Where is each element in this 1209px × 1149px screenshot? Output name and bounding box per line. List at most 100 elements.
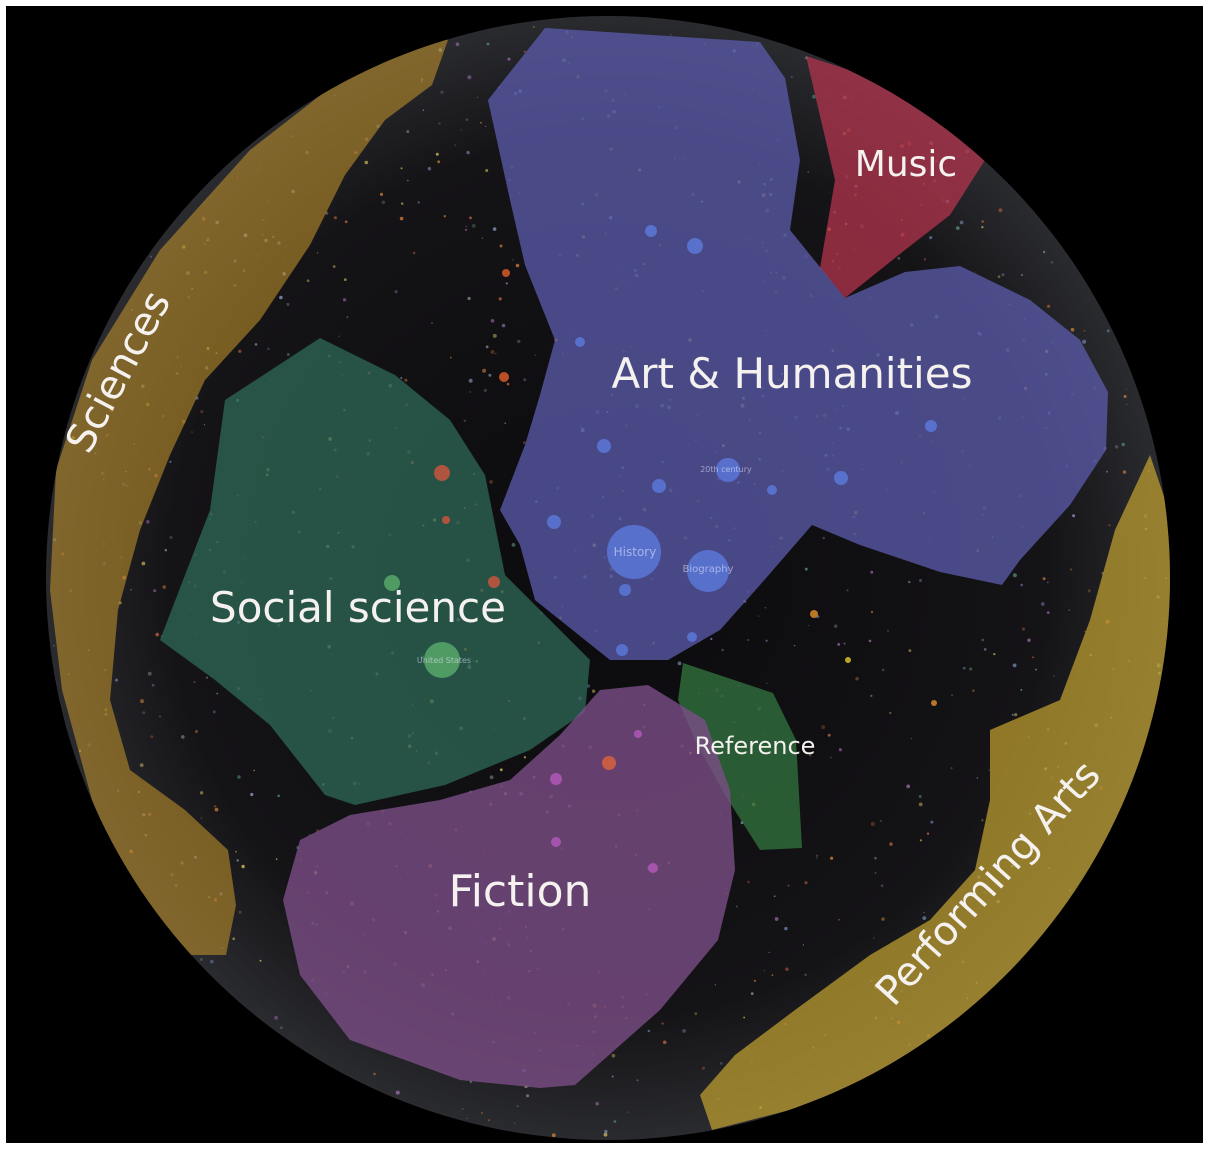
speckle-dot	[702, 1066, 705, 1070]
speckle-dot	[1020, 273, 1024, 277]
speckle-dot	[981, 819, 984, 822]
speckle-dot	[1046, 611, 1050, 614]
speckle-dot	[1106, 470, 1108, 473]
speckle-dot	[988, 769, 990, 771]
speckle-dot	[468, 378, 473, 383]
speckle-dot	[595, 1101, 599, 1106]
speckle-dot	[147, 671, 152, 676]
speckle-dot	[422, 109, 425, 111]
speckle-dot	[465, 225, 468, 228]
speckle-dot	[930, 820, 934, 824]
speckle-dot	[1068, 609, 1070, 611]
speckle-dot	[169, 460, 172, 463]
speckle-dot	[1070, 568, 1073, 571]
region-performing-arts	[700, 455, 1170, 1130]
speckle-dot	[481, 237, 483, 239]
speckle-dot	[523, 50, 526, 53]
speckle-dot	[846, 589, 849, 592]
speckle-dot	[661, 1022, 664, 1025]
speckle-dot	[275, 858, 278, 860]
speckle-dot	[489, 775, 494, 780]
speckle-dot	[267, 347, 270, 351]
speckle-dot	[526, 1094, 530, 1098]
node-dot	[616, 644, 628, 656]
speckle-dot	[670, 34, 672, 36]
speckle-dot	[463, 419, 466, 422]
speckle-dot	[53, 645, 55, 647]
speckle-dot	[710, 637, 713, 641]
speckle-dot	[466, 150, 470, 155]
speckle-dot	[238, 349, 242, 353]
speckle-dot	[919, 839, 923, 842]
speckle-dot	[440, 90, 444, 94]
speckle-dot	[212, 710, 216, 714]
region-sciences	[50, 32, 448, 955]
speckle-dot	[926, 832, 930, 835]
speckle-dot	[507, 57, 511, 61]
speckle-dot	[343, 278, 347, 281]
speckle-dot	[1014, 713, 1018, 717]
speckle-dot	[766, 682, 768, 684]
speckle-dot	[232, 937, 235, 941]
speckle-dot	[191, 431, 193, 433]
speckle-dot	[306, 279, 310, 283]
speckle-dot	[636, 1079, 639, 1082]
speckle-dot	[150, 735, 154, 739]
node-label-20th-century: 20th century	[700, 465, 752, 474]
speckle-dot	[400, 377, 403, 379]
speckle-dot	[210, 959, 214, 964]
speckle-dot	[787, 884, 790, 887]
node-dot	[634, 730, 642, 738]
node-dot	[687, 550, 729, 592]
speckle-dot	[983, 648, 987, 651]
speckle-dot	[815, 854, 819, 857]
speckle-dot	[735, 905, 738, 908]
speckle-dot	[1125, 388, 1127, 390]
speckle-dot	[534, 354, 537, 357]
speckle-dot	[381, 200, 386, 204]
speckle-dot	[827, 733, 831, 737]
speckle-dot	[897, 256, 901, 260]
node-dot	[652, 479, 666, 493]
speckle-dot	[950, 767, 953, 770]
speckle-dot	[469, 1080, 472, 1083]
speckle-dot	[604, 1129, 608, 1134]
speckle-dot	[400, 167, 403, 170]
speckle-dot	[611, 1075, 614, 1078]
speckle-dot	[193, 681, 196, 683]
speckle-dot	[910, 737, 913, 740]
speckle-dot	[400, 202, 404, 205]
speckle-dot	[993, 653, 996, 656]
node-dot	[597, 439, 611, 453]
speckle-dot	[437, 160, 441, 164]
speckle-dot	[277, 794, 281, 798]
speckle-dot	[467, 75, 472, 80]
speckle-dot	[880, 820, 882, 822]
speckle-dot	[804, 567, 808, 571]
speckle-dot	[515, 263, 520, 268]
speckle-dot	[929, 236, 933, 240]
speckle-dot	[235, 850, 237, 853]
speckle-dot	[489, 480, 493, 484]
speckle-dot	[1122, 470, 1127, 474]
speckle-dot	[462, 1108, 464, 1110]
speckle-dot	[923, 258, 927, 261]
speckle-dot	[1114, 445, 1119, 449]
speckle-dot	[480, 121, 482, 124]
speckle-dot	[488, 373, 492, 377]
speckle-dot	[532, 26, 535, 28]
speckle-dot	[522, 441, 526, 445]
speckle-dot	[1126, 403, 1128, 406]
node-dot	[434, 465, 450, 481]
node-dot	[645, 225, 657, 237]
speckle-dot	[394, 290, 398, 294]
speckle-dot	[804, 881, 808, 885]
speckle-dot	[333, 216, 337, 220]
speckle-dot	[181, 735, 185, 739]
speckle-dot	[812, 94, 816, 99]
speckle-dot	[838, 918, 840, 921]
speckle-dot	[881, 917, 885, 921]
speckle-dot	[1083, 329, 1086, 332]
speckle-dot	[647, 1029, 650, 1033]
